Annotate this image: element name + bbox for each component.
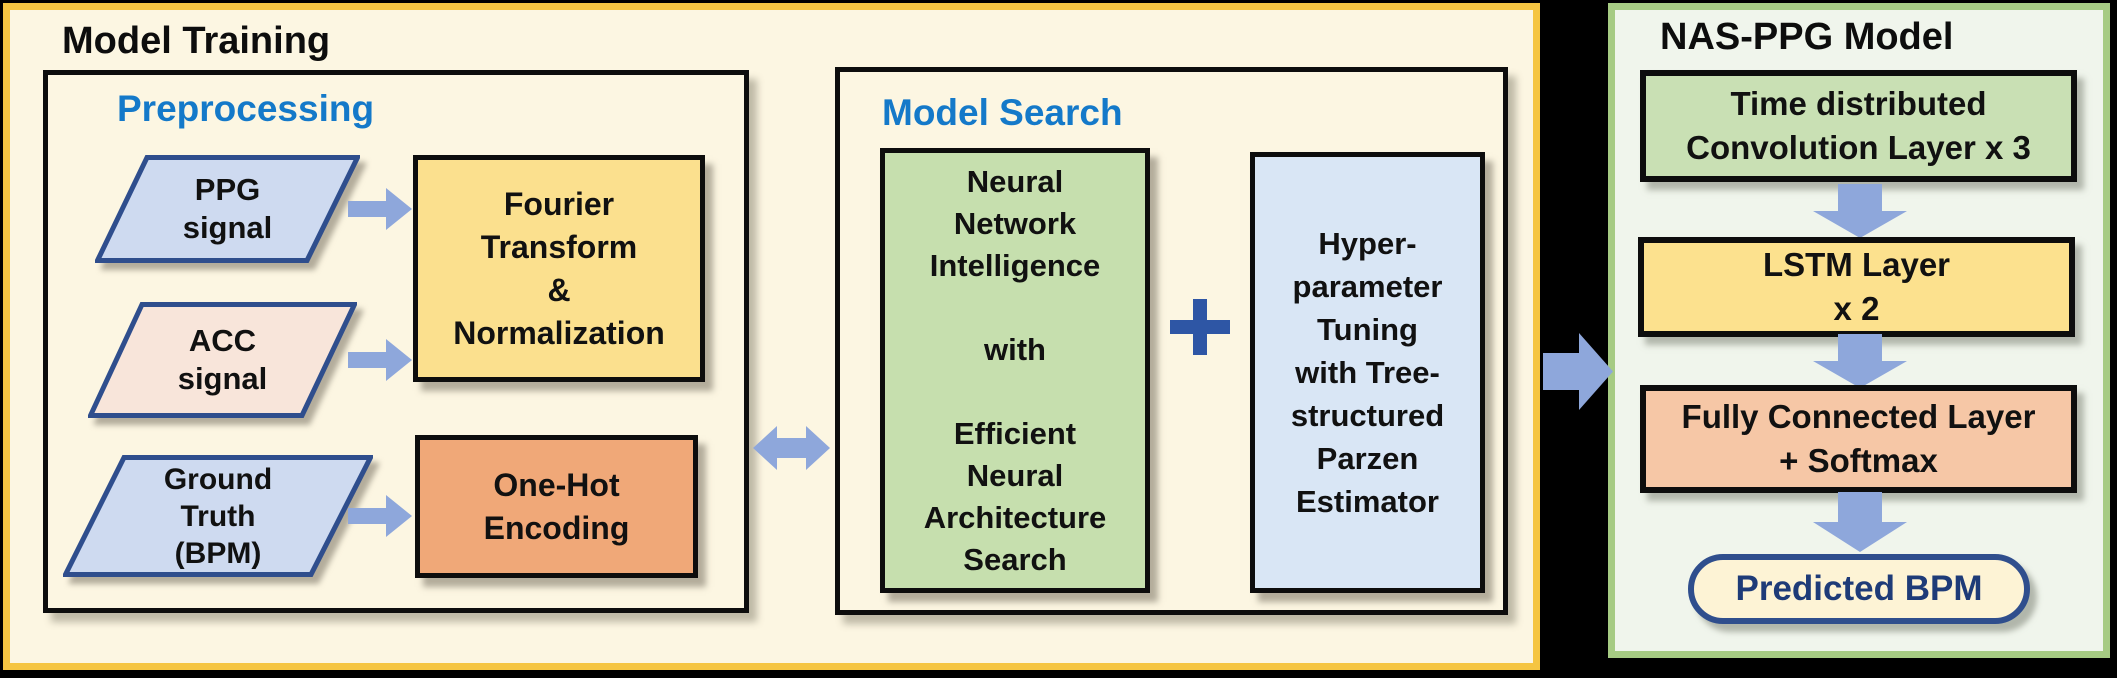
lstm-to-fc-arrow-icon bbox=[1813, 334, 1907, 388]
acc-to-fourier-arrow-icon bbox=[348, 339, 412, 381]
fourier-transform-label: Fourier Transform & Normalization bbox=[453, 185, 665, 351]
model-training-title: Model Training bbox=[62, 20, 331, 62]
predicted-bpm-label: Predicted BPM bbox=[1735, 569, 1983, 608]
ppg-signal-label: PPG signal bbox=[182, 172, 273, 245]
nas-ppg-title: NAS-PPG Model bbox=[1660, 16, 1954, 58]
hyperparameter-tuning-label: Hyper- parameter Tuning with Tree- struc… bbox=[1290, 226, 1445, 519]
training-to-nasppg-arrow-icon bbox=[1543, 333, 1613, 410]
model-search-title: Model Search bbox=[882, 92, 1123, 133]
fully-connected-softmax-box: Fully Connected Layer + Softmax bbox=[1640, 385, 2077, 493]
hyperparameter-tuning-box: Hyper- parameter Tuning with Tree- struc… bbox=[1250, 152, 1485, 593]
conv-to-lstm-arrow-icon bbox=[1813, 184, 1907, 238]
fourier-transform-box: Fourier Transform & Normalization bbox=[413, 155, 705, 382]
lstm-layer-label: LSTM Layer x 2 bbox=[1762, 246, 1951, 327]
neural-network-intelligence-label: Neural Network Intelligence with Efficie… bbox=[923, 163, 1107, 577]
acc-signal-label: ACC signal bbox=[177, 323, 268, 396]
groundtruth-to-onehot-arrow-icon bbox=[348, 495, 412, 537]
fully-connected-softmax-label: Fully Connected Layer + Softmax bbox=[1681, 398, 2036, 479]
ppg-to-fourier-arrow-icon bbox=[348, 188, 412, 230]
lstm-layer-box: LSTM Layer x 2 bbox=[1638, 237, 2075, 337]
time-distributed-convolution-box: Time distributed Convolution Layer x 3 bbox=[1640, 70, 2077, 182]
fc-to-output-arrow-icon bbox=[1813, 492, 1907, 552]
one-hot-encoding-box: One-Hot Encoding bbox=[415, 435, 698, 578]
preprocessing-title: Preprocessing bbox=[117, 88, 375, 129]
time-distributed-convolution-label: Time distributed Convolution Layer x 3 bbox=[1686, 85, 2031, 166]
ppg-signal-parallelogram bbox=[95, 155, 360, 263]
model-search-box bbox=[835, 67, 1508, 615]
ground-truth-parallelogram bbox=[63, 455, 373, 577]
ground-truth-label: Ground Truth (BPM) bbox=[163, 462, 273, 570]
preprocessing-box bbox=[43, 70, 749, 613]
acc-signal-parallelogram bbox=[88, 302, 357, 418]
neural-network-intelligence-box: Neural Network Intelligence with Efficie… bbox=[880, 148, 1150, 593]
predicted-bpm-oval: Predicted BPM bbox=[1688, 554, 2030, 624]
plus-icon bbox=[1170, 299, 1230, 355]
preprocessing-modelsearch-double-arrow-icon bbox=[753, 426, 830, 470]
one-hot-encoding-label: One-Hot Encoding bbox=[483, 466, 630, 546]
